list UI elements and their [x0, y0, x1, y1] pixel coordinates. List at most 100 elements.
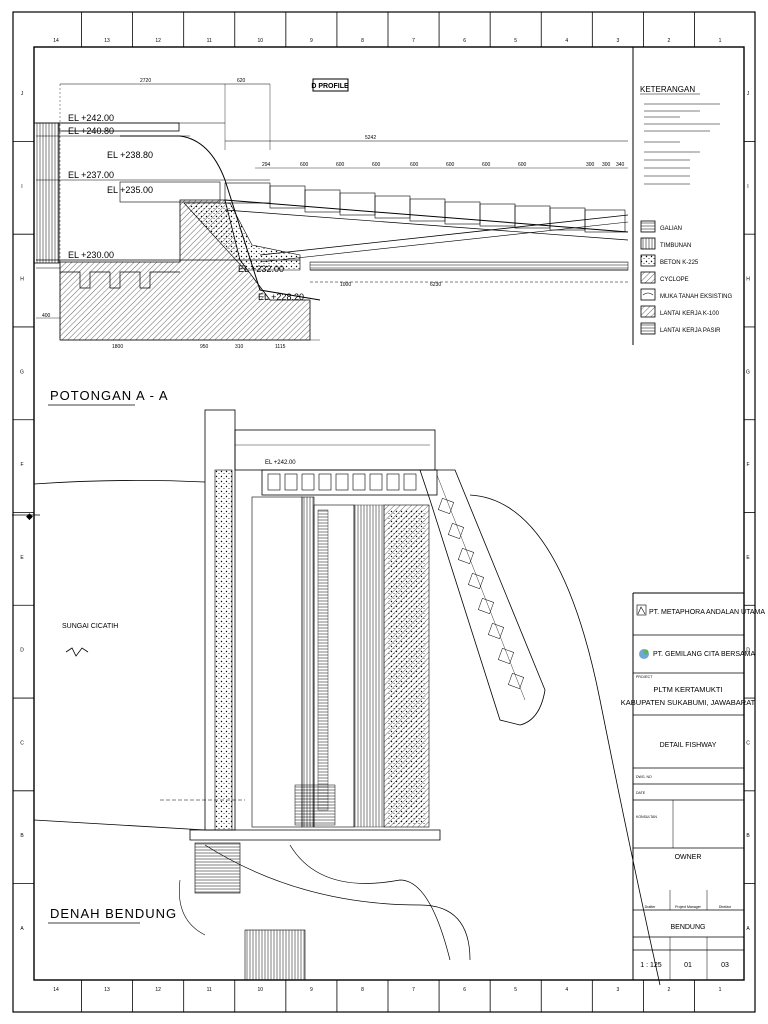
dim-1000: 1000 — [340, 282, 351, 288]
grid-col-label: 10 — [258, 987, 264, 993]
dim-600-g: 600 — [518, 162, 527, 168]
grid-col-label: 1 — [719, 987, 722, 993]
section-title: D PROFILE — [311, 83, 349, 90]
grid-row-label: J — [747, 91, 750, 97]
dim-2720: 2720 — [140, 78, 151, 84]
sheet-no: 01 — [684, 962, 692, 969]
grid-row-label: A — [20, 926, 24, 932]
scale: 1 : 125 — [640, 962, 662, 969]
grid-row-label: F — [20, 462, 23, 468]
grid-row-label: E — [20, 555, 24, 561]
company1: PT. METAPHORA ANDALAN UTAMA — [649, 609, 765, 616]
grid-row-label: B — [746, 833, 750, 839]
title-block: PT. METAPHORA ANDALAN UTAMA PT. GEMILANG… — [621, 592, 765, 980]
dim-6230: 6230 — [430, 282, 441, 288]
legend: KETERANGAN GALIAN TIMBUNAN BETON K-225 — [632, 47, 732, 345]
grid-row-label: E — [746, 555, 750, 561]
grid-col-label: 14 — [53, 987, 59, 993]
grid-row-label: H — [20, 277, 24, 283]
grid-row-label: I — [747, 184, 748, 190]
dim-620: 620 — [237, 78, 246, 84]
el-237: EL +237.00 — [68, 170, 114, 180]
grid-col-label: 2 — [668, 987, 671, 993]
grid-col-label: 6 — [463, 987, 466, 993]
legend-item-galian: GALIAN — [660, 226, 682, 232]
river-label: SUNGAI CICATIH — [62, 623, 118, 630]
plan-title: DENAH BENDUNG — [50, 906, 177, 921]
role-drafter: Drafter — [645, 905, 657, 909]
outer-frame — [12, 11, 756, 1013]
el-240-80: EL +240.80 — [68, 126, 114, 136]
grid-col-label: 7 — [412, 38, 415, 44]
dim-600-f: 600 — [482, 162, 491, 168]
dim-340: 340 — [616, 162, 625, 168]
dim-600-c: 600 — [372, 162, 381, 168]
grid-col-label: 12 — [155, 38, 161, 44]
grid-col-label: 11 — [207, 38, 212, 44]
grid-col-label: 13 — [104, 987, 110, 993]
grid-col-label: 5 — [514, 38, 517, 44]
grid-col-label: 11 — [207, 987, 212, 993]
plan-el-242: EL +242.00 — [265, 460, 296, 466]
grid-col-label: 6 — [463, 38, 466, 44]
grid-col-label: 9 — [310, 38, 313, 44]
dim-600-b: 600 — [336, 162, 345, 168]
grid-row-label: J — [21, 91, 24, 97]
el-238-80: EL +238.80 — [107, 150, 153, 160]
grid-col-label: 7 — [412, 987, 415, 993]
dim-600-e: 600 — [446, 162, 455, 168]
grid-col-label: 14 — [53, 38, 59, 44]
dim-300-a: 300 — [586, 162, 595, 168]
drawing-title: DETAIL FISHWAY — [660, 742, 717, 749]
legend-item-muka-tanah: MUKA TANAH EKSISTING — [660, 294, 732, 300]
grid-row-label: D — [20, 648, 24, 654]
grid-col-label: 4 — [565, 38, 568, 44]
grid-col-label: 5 — [514, 987, 517, 993]
dim-600-a: 600 — [300, 162, 309, 168]
legend-title: KETERANGAN — [640, 85, 695, 94]
grid-col-label: 8 — [361, 987, 364, 993]
file-name: BENDUNG — [670, 924, 705, 931]
svg-text:.: . — [636, 596, 637, 600]
project-line2: KABUPATEN SUKABUMI, JAWABARAT — [621, 698, 756, 707]
grid-row-label: B — [20, 833, 24, 839]
grid-ticks — [13, 12, 755, 1012]
grid-row-label: G — [20, 369, 24, 375]
potongan-title: POTONGAN A - A — [50, 388, 169, 403]
legend-item-beton: BETON K-225 — [660, 260, 699, 266]
grid-row-label: I — [21, 184, 22, 190]
legend-item-lantai-kerja-k100: LANTAI KERJA K-100 — [660, 311, 720, 317]
el-228: EL +228.20 — [258, 292, 304, 302]
grid-row-label: C — [20, 740, 24, 746]
dim-1115: 1115 — [275, 344, 286, 350]
grid-row-label: D — [746, 648, 750, 654]
role-pm: Project Manager — [675, 905, 702, 909]
flow-arrow-icon — [65, 647, 89, 657]
metaphora-logo-icon — [636, 604, 647, 616]
grid-col-label: 8 — [361, 38, 364, 44]
grid-col-label: 4 — [565, 987, 568, 993]
grid-row-label: F — [746, 462, 749, 468]
grid-col-label: 1 — [719, 38, 722, 44]
date-label: DATE — [636, 791, 646, 795]
grid-row-label: C — [746, 740, 750, 746]
plan-view: SUNGAI CICATIH EL +242.00 — [12, 409, 661, 986]
section-arrow-icon: ◆ — [26, 511, 33, 521]
dim-300-b: 300 — [602, 162, 611, 168]
grid-row-label: G — [746, 369, 750, 375]
legend-item-cyclope: CYCLOPE — [660, 277, 689, 283]
grid-col-label: 12 — [155, 987, 161, 993]
role-direktur: Direktur — [719, 905, 732, 909]
dim-310: 310 — [235, 344, 244, 350]
project-label: PROJECT — [636, 675, 653, 679]
project-line1: PLTM KERTAMUKTI — [653, 685, 722, 694]
profile-section: D PROFILE 2720 620 5242 EL +242.00 EL +2… — [33, 78, 629, 350]
dim-400: 400 — [42, 313, 51, 319]
dim-950: 950 — [200, 344, 209, 350]
el-230: EL +230.00 — [68, 250, 114, 260]
dwg-label: DWG. NO — [636, 775, 652, 779]
company2: PT. GEMILANG CITA BERSAMA — [653, 651, 756, 658]
